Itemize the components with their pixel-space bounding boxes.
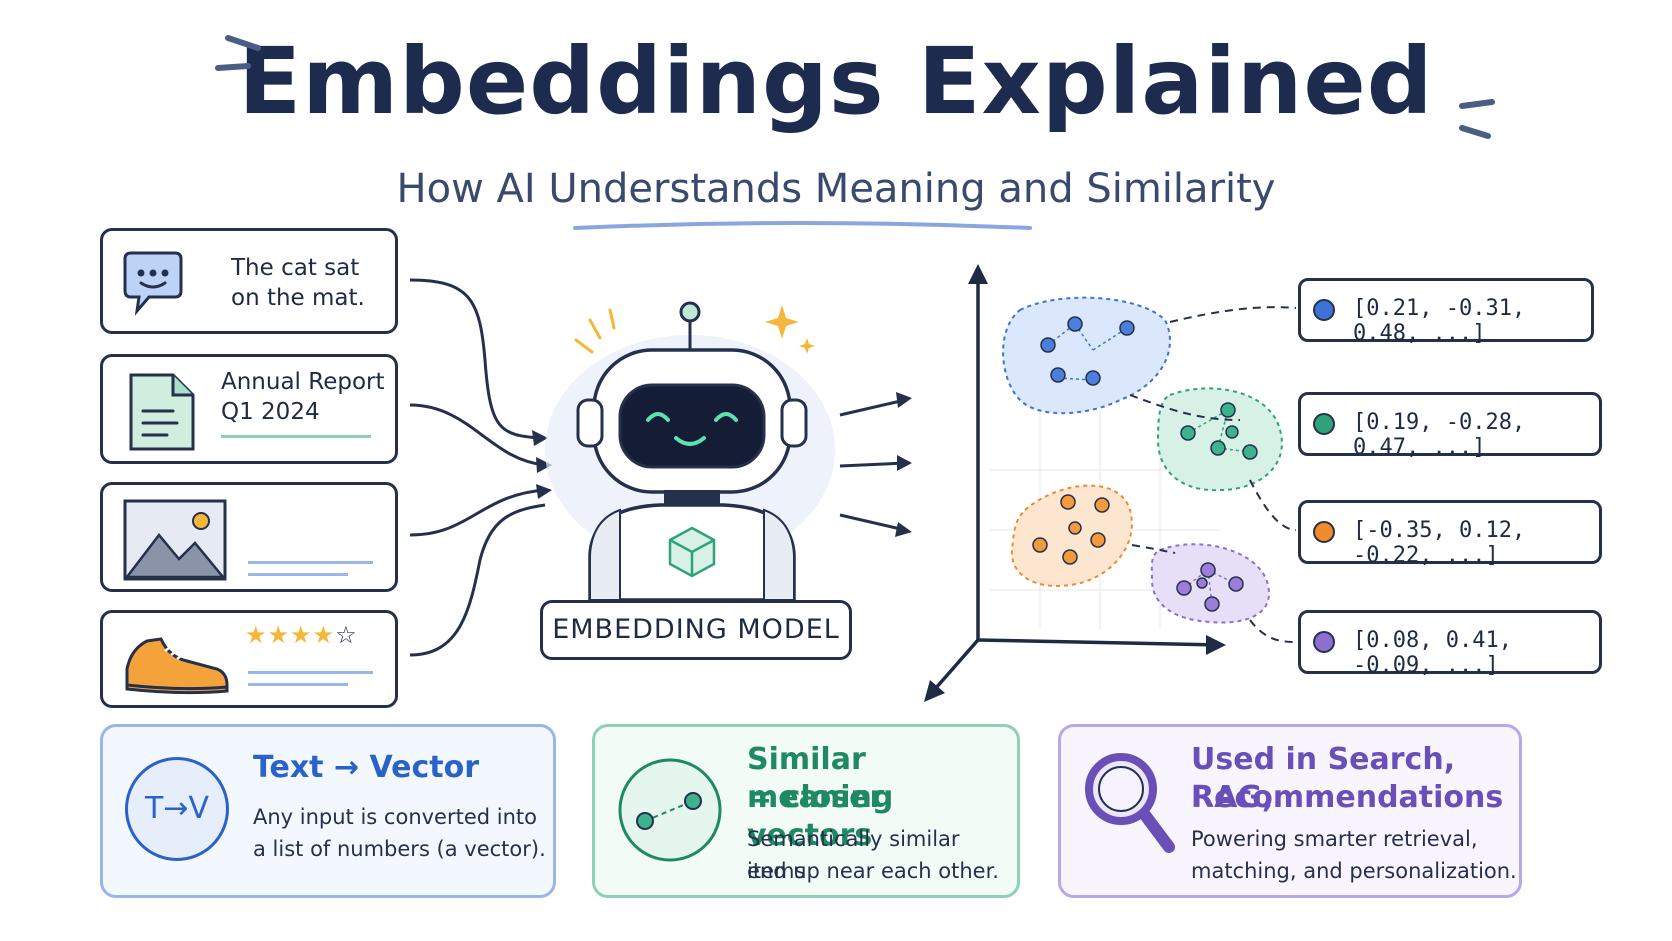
image-caption-line2 [248, 573, 348, 576]
close-points-icon [618, 758, 722, 862]
info-title-line1: Used in Search, RAG, [1191, 742, 1456, 815]
vector-dot-blue [1313, 299, 1335, 321]
document-line [221, 435, 371, 438]
input-text-line1: The cat sat [231, 255, 360, 281]
cube-icon [668, 526, 716, 578]
text-to-vector-icon: T→V [125, 757, 229, 861]
vector-box-purple: [0.08, 0.41, -0.09, ...] [1298, 610, 1602, 678]
image-icon [123, 499, 227, 581]
vector-dot-green [1313, 413, 1335, 435]
vector-leaders [1129, 306, 1297, 643]
info-desc-line2: end up near each other. [747, 859, 999, 883]
sparkle-star-icon [765, 305, 815, 354]
title-doodle-left [215, 35, 261, 71]
info-desc-line2: a list of numbers (a vector). [253, 837, 546, 861]
cluster-blue [1002, 296, 1171, 415]
chat-bubble-icon [123, 251, 183, 316]
info-title-line2: Recommendations [1191, 780, 1504, 815]
title-doodle-right [1459, 99, 1495, 139]
vector-values: [0.19, -0.28, 0.47, ...] [1353, 410, 1526, 460]
document-icon [129, 373, 195, 451]
sparkle-lines-icon [574, 308, 616, 354]
input-card-product: ★★★★☆ [100, 610, 398, 708]
input-card-image [100, 482, 398, 592]
document-title-line1: Annual Report [221, 369, 385, 395]
image-caption-line1 [248, 561, 373, 564]
input-card-text: The cat sat on the mat. [100, 228, 398, 334]
vector-dot-orange [1313, 521, 1335, 543]
document-title-line2: Q1 2024 [221, 399, 320, 425]
page-subtitle: How AI Understands Meaning and Similarit… [396, 166, 1276, 212]
info-title-line1: Similar meaning [747, 742, 894, 815]
info-title: Text → Vector [253, 750, 479, 785]
input-card-document: Annual Report Q1 2024 [100, 354, 398, 464]
model-output-arrows [839, 398, 906, 532]
info-desc-line1: Any input is converted into [253, 805, 537, 829]
vector-box-blue: [0.21, -0.31, 0.48, ...] [1298, 278, 1594, 346]
page-title: Embeddings Explained [238, 28, 1434, 135]
product-line2 [248, 683, 348, 686]
vector-box-orange: [-0.35, 0.12, -0.22, ...] [1298, 500, 1602, 568]
info-desc-line1: Powering smarter retrieval, [1191, 827, 1478, 851]
vector-values: [-0.35, 0.12, -0.22, ...] [1353, 518, 1526, 568]
info-desc-line2: matching, and personalization. [1191, 859, 1517, 883]
product-line1 [248, 671, 373, 674]
vector-box-green: [0.19, -0.28, 0.47, ...] [1298, 392, 1602, 460]
info-desc-line1: Semantically similar items [747, 827, 960, 883]
input-connectors [409, 278, 546, 657]
cluster-green [1156, 387, 1283, 492]
vector-values: [0.08, 0.41, -0.09, ...] [1353, 628, 1512, 678]
input-text-line2: on the mat. [231, 285, 365, 311]
connector-arrowheads [532, 430, 552, 499]
info-card-similarity: Similar meaning = closer vectors Semanti… [592, 724, 1020, 898]
subtitle-underline [573, 221, 1032, 230]
info-card-text-to-vector: T→V Text → Vector Any input is converted… [100, 724, 556, 898]
robot-icon [545, 301, 835, 602]
sneaker-icon [125, 637, 229, 695]
cluster-orange [1010, 484, 1133, 587]
output-arrowheads [895, 392, 912, 537]
vector-values: [0.21, -0.31, 0.48, ...] [1353, 296, 1526, 346]
cluster-purple [1150, 543, 1271, 624]
magnifier-icon [1085, 753, 1175, 853]
vector-dot-purple [1313, 631, 1335, 653]
info-title-line2: = closer vectors [747, 780, 885, 853]
embedding-model-label: EMBEDDING MODEL [540, 600, 852, 660]
rating-stars-icon: ★★★★☆ [245, 621, 358, 649]
info-card-applications: Used in Search, RAG, Recommendations Pow… [1058, 724, 1522, 898]
axis-arrowheads [924, 264, 1226, 702]
